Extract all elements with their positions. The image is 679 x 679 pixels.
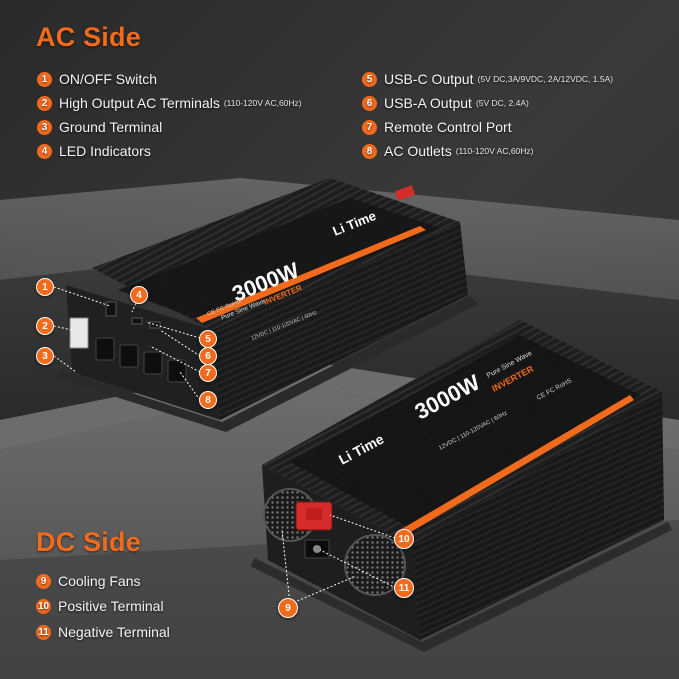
dc-item-10-badge: 10 — [36, 598, 51, 614]
ac-item-3-label: Ground Terminal — [59, 119, 163, 135]
ac-item-7: 7 Remote Control Port — [362, 119, 512, 135]
callout-4: 4 — [130, 286, 148, 304]
ac-item-1: 1 ON/OFF Switch — [37, 71, 157, 87]
dc-item-11-badge: 11 — [36, 624, 51, 640]
dc-item-9: 9 Cooling Fans — [36, 573, 141, 589]
ac-item-5-label: USB-C Output — [384, 71, 474, 87]
ac-item-1-label: ON/OFF Switch — [59, 71, 158, 87]
ac-item-2-badge: 2 — [37, 95, 52, 111]
ac-item-4-badge: 4 — [37, 143, 52, 159]
callout-1: 1 — [36, 278, 54, 296]
ac-item-4: 4 LED Indicators — [37, 143, 151, 159]
ac-item-7-badge: 7 — [362, 119, 377, 135]
ac-item-6-label: USB-A Output — [384, 95, 472, 111]
dc-item-9-label: Cooling Fans — [58, 573, 141, 589]
ac-item-6: 6 USB-A Output (5V DC, 2.4A) — [362, 95, 529, 111]
ac-item-7-label: Remote Control Port — [384, 119, 512, 135]
ac-item-2-detail: (110-120V AC,60Hz) — [223, 98, 302, 108]
ac-item-2: 2 High Output AC Terminals (110-120V AC,… — [37, 95, 302, 111]
ac-item-4-label: LED Indicators — [59, 143, 151, 159]
ac-item-3: 3 Ground Terminal — [37, 119, 162, 135]
ac-side-heading: AC Side — [36, 22, 141, 52]
ac-item-5: 5 USB-C Output (5V DC,3A/9VDC, 2A/12VDC,… — [362, 71, 613, 87]
callout-8: 8 — [199, 391, 217, 409]
ac-item-6-badge: 6 — [362, 95, 377, 111]
ac-item-2-label: High Output AC Terminals — [59, 95, 220, 111]
callout-5: 5 — [199, 330, 217, 348]
ac-item-8: 8 AC Outlets (110-120V AC,60Hz) — [362, 143, 534, 159]
callout-7: 7 — [199, 364, 217, 382]
callout-leaders — [53, 286, 397, 605]
ac-item-5-badge: 5 — [362, 71, 377, 87]
inverter-top: Li Time 3000W Pure Sine Wave INVERTER 12… — [56, 178, 478, 432]
callout-3: 3 — [36, 347, 54, 365]
ac-item-1-badge: 1 — [37, 71, 52, 87]
dc-item-11: 11 Negative Terminal — [36, 624, 170, 640]
dc-side-heading: DC Side — [36, 527, 141, 557]
dc-item-11-label: Negative Terminal — [58, 624, 170, 640]
ac-item-6-detail: (5V DC, 2.4A) — [475, 98, 529, 108]
dc-item-9-badge: 9 — [36, 573, 51, 589]
inverter-bottom: Li Time 3000W Pure Sine Wave INVERTER 12… — [250, 320, 672, 652]
dc-item-10-label: Positive Terminal — [58, 598, 164, 614]
ac-item-8-detail: (110-120V AC,60Hz) — [455, 146, 534, 156]
ac-item-3-badge: 3 — [37, 119, 52, 135]
callout-2: 2 — [36, 317, 54, 335]
ac-item-5-detail: (5V DC,3A/9VDC, 2A/12VDC, 1.5A) — [477, 74, 614, 84]
callout-11: 11 — [394, 578, 414, 598]
dc-item-10: 10 Positive Terminal — [36, 598, 164, 614]
callout-6: 6 — [199, 347, 217, 365]
callout-10: 10 — [394, 529, 414, 549]
callout-9: 9 — [278, 598, 298, 618]
ac-item-8-badge: 8 — [362, 143, 377, 159]
ac-item-8-label: AC Outlets — [384, 143, 452, 159]
